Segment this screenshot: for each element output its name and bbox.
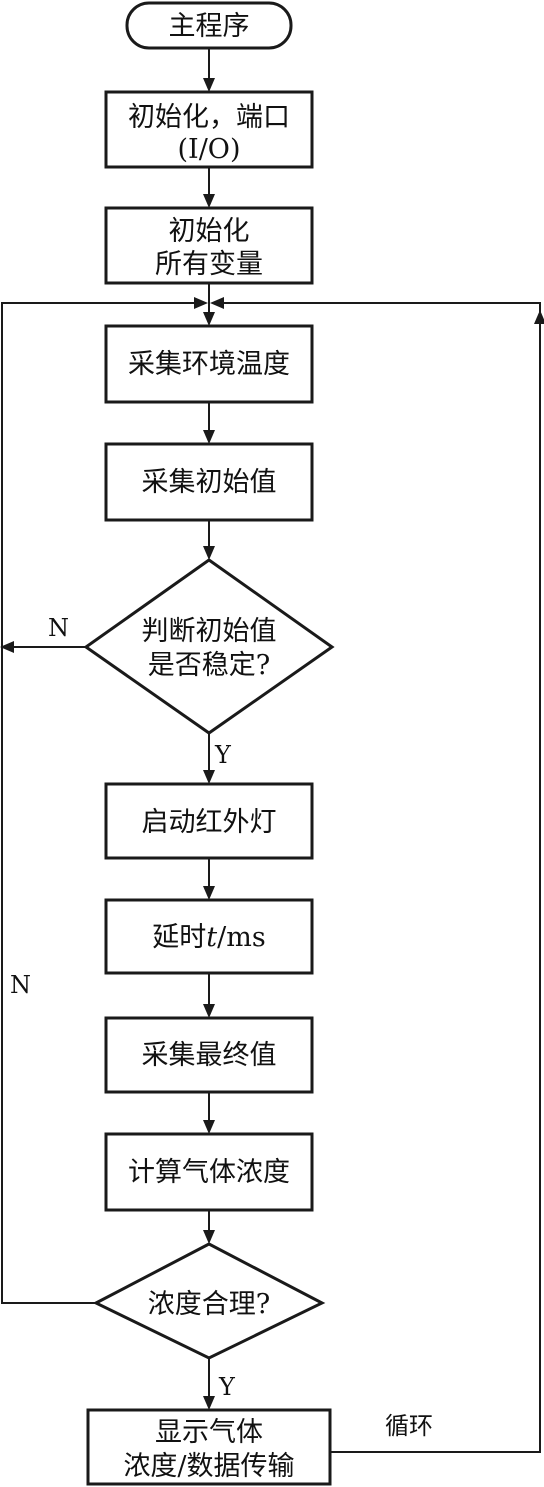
init-vars-label-line2: 所有变量 [155,249,263,280]
node-start: 主程序 [125,1,293,50]
check-stable-diamond [83,558,335,735]
node-collect-final: 采集最终值 [104,1016,314,1094]
delay-label-variable: t [206,922,217,953]
arrowhead-down [203,770,215,784]
delay-label-prefix: 延时 [152,922,206,953]
check-reasonable-label: 浓度合理? [148,1289,270,1320]
node-start-ir-lamp: 启动红外灯 [104,782,314,860]
init-port-label-line1: 初始化，端口 [128,102,290,133]
display-transmit-label-line2: 浓度/数据传输 [123,1451,294,1482]
collect-env-temp-label: 采集环境温度 [128,349,290,380]
calc-concentration-label: 计算气体浓度 [128,1157,290,1188]
arrowhead-left [210,297,224,309]
start-terminal-shape [125,1,293,50]
node-collect-initial: 采集初始值 [104,442,314,522]
arrowhead-right [194,297,208,309]
node-display-transmit: 显示气体 浓度/数据传输 [86,1408,332,1486]
edge-labels: N Y N Y 循环 [10,614,433,1440]
arrowhead-down [203,312,215,326]
node-delay: 延时t/ms [104,898,314,975]
init-vars-label-line1: 初始化 [169,216,250,247]
arrowhead-left [0,641,14,653]
node-collect-env-temp: 采集环境温度 [104,324,314,404]
delay-label: 延时t/ms [152,922,265,953]
arrowhead-down [203,1004,215,1018]
node-check-stable: 判断初始值 是否稳定? [83,558,335,735]
collect-initial-box [104,442,314,522]
node-calc-concentration: 计算气体浓度 [104,1132,314,1212]
stable-yes-label: Y [214,741,232,769]
check-reasonable-diamond [92,1242,326,1360]
arrowhead-down [203,546,215,560]
display-transmit-label-line1: 显示气体 [155,1417,263,1448]
arrowhead-down [203,1230,215,1244]
arrowhead-down [203,194,215,208]
start-ir-lamp-box [104,782,314,860]
node-init-vars: 初始化 所有变量 [104,206,314,285]
loop-label: 循环 [385,1412,433,1440]
collect-env-temp-box [104,324,314,404]
reasonable-no-label: N [10,971,31,999]
check-stable-label-line2: 是否稳定? [148,650,270,681]
delay-label-suffix: /ms [217,922,266,953]
arrowhead-down [203,430,215,444]
check-stable-label-line1: 判断初始值 [142,616,277,647]
connectors [1,48,541,1453]
node-check-reasonable: 浓度合理? [92,1242,326,1360]
init-port-box [104,90,314,169]
init-port-label-line2: (I/O) [178,134,241,165]
arrowhead-down [203,1396,215,1410]
arrowhead-down [203,1120,215,1134]
collect-final-box [104,1016,314,1094]
arrowhead-up [534,310,544,324]
arrowhead-down [203,886,215,900]
collect-initial-label: 采集初始值 [142,467,277,498]
arrowhead-down [203,78,215,92]
edge-reasonable-no-loop [1,302,196,1304]
calc-concentration-box [104,1132,314,1212]
init-vars-box [104,206,314,285]
node-init-port: 初始化，端口 (I/O) [104,90,314,169]
delay-box [104,898,314,975]
edge-loop-return [222,302,541,1453]
collect-final-label: 采集最终值 [142,1040,277,1071]
reasonable-yes-label: Y [218,1373,236,1401]
arrowheads [0,78,544,1410]
stable-no-label: N [48,614,69,642]
start-label: 主程序 [169,11,250,42]
start-ir-lamp-label: 启动红外灯 [142,807,277,838]
display-transmit-box [86,1408,332,1486]
